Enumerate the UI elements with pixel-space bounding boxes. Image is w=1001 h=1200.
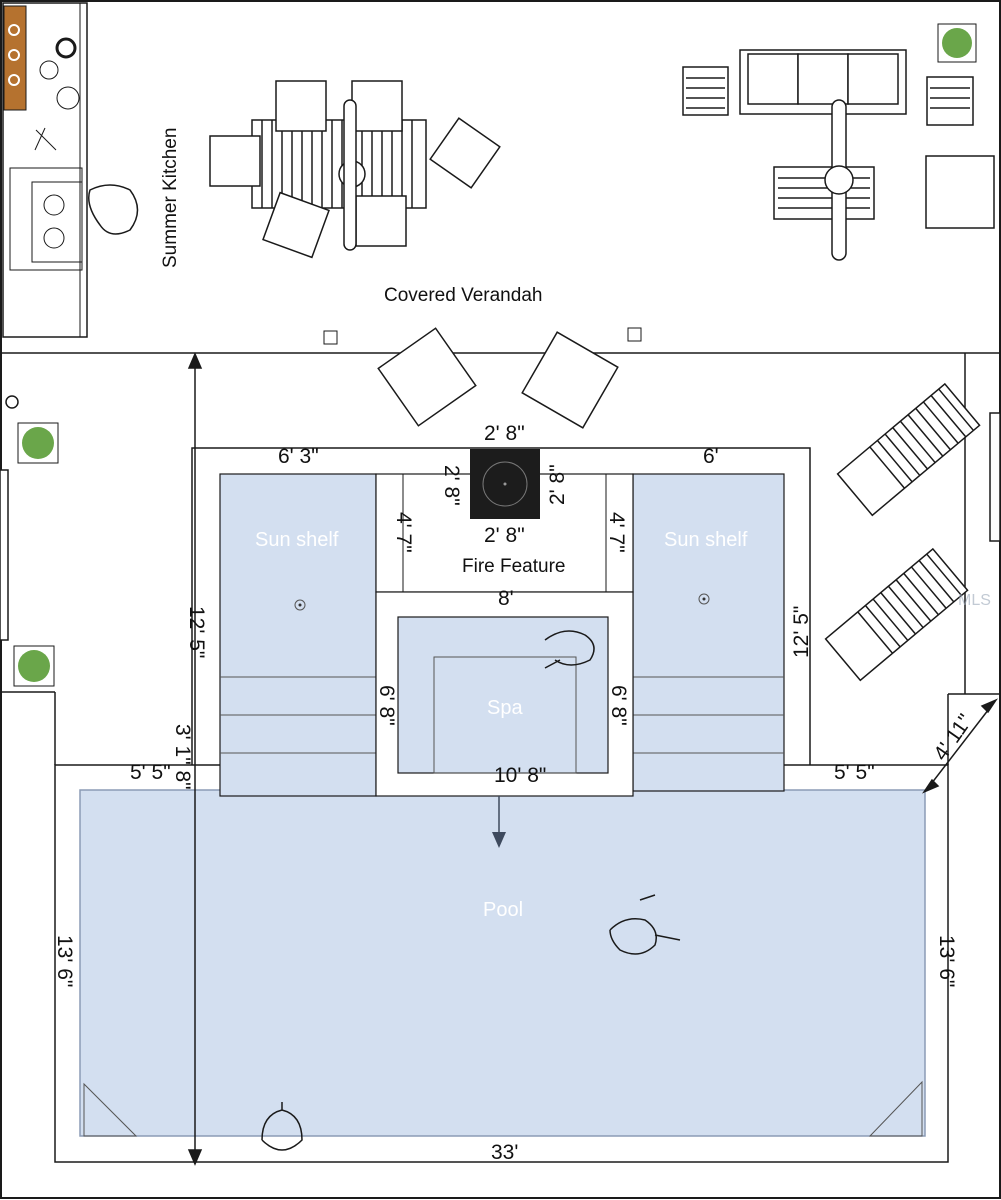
person-icon	[544, 630, 595, 669]
sun-shelf-right	[632, 473, 785, 792]
grill-counter-icon	[3, 5, 27, 111]
dim-spa-right: 6' 8"	[607, 685, 630, 726]
watermark: MLS	[958, 592, 991, 609]
column-right	[627, 327, 642, 342]
dim-deck-right: 6'	[703, 445, 719, 468]
dim-fire-right-depth: 4' 7"	[605, 512, 628, 553]
dim-pool-bottom: 33'	[491, 1141, 518, 1164]
dim-fire-right: 2' 8"	[546, 464, 569, 505]
plant-icon	[937, 23, 977, 63]
dining-table	[209, 80, 501, 259]
person-icon	[88, 184, 139, 235]
dim-spa-left: 6' 8"	[375, 685, 398, 726]
dim-fire-left: 2' 8"	[440, 465, 463, 506]
dim-left-small: 3' 1" 8"	[171, 724, 194, 790]
armchair	[377, 327, 619, 429]
column-left	[323, 330, 338, 345]
dim-fire-left-depth: 4' 7"	[392, 512, 415, 553]
spa-label: Spa	[487, 697, 523, 719]
fire-feature-label: Fire Feature	[462, 556, 565, 577]
dim-deck-left: 6' 3"	[278, 445, 319, 468]
pool-label: Pool	[483, 899, 523, 921]
dim-spa-top: 8'	[498, 587, 514, 610]
deck-outline	[191, 447, 811, 765]
summer-kitchen	[2, 2, 88, 338]
covered-verandah-label: Covered Verandah	[384, 285, 542, 306]
spa-water	[397, 616, 609, 774]
sink-icon	[55, 37, 77, 59]
dim-left-offset: 5' 5"	[130, 761, 171, 784]
dim-fire-bottom: 2' 8"	[484, 524, 525, 547]
dimension-lines	[187, 352, 999, 1166]
plant-icon	[17, 422, 59, 464]
sun-shelf-right-label: Sun shelf	[664, 529, 748, 551]
person-icon	[261, 1102, 303, 1151]
sun-shelf-left	[219, 473, 377, 797]
arrow-down-icon	[492, 832, 506, 848]
dim-right-offset: 5' 5"	[834, 761, 875, 784]
dim-spa-bottom: 10' 8"	[494, 764, 546, 787]
dim-pool-left: 13' 6"	[53, 935, 76, 987]
lounge-set	[682, 49, 995, 261]
dim-fire-top: 2' 8"	[484, 422, 525, 445]
dim-right-height: 12' 5"	[790, 606, 813, 658]
person-icon	[609, 894, 681, 955]
pool-step	[868, 1080, 923, 1137]
chaise-lounge	[824, 382, 981, 682]
plant-icon	[13, 645, 55, 687]
dim-diagonal: 4' 11"	[929, 710, 977, 765]
dim-left-height: 12' 5"	[185, 606, 208, 658]
dim-pool-right: 13' 6"	[935, 935, 958, 987]
pool-water	[79, 789, 926, 1137]
pool-step	[83, 1082, 138, 1137]
summer-kitchen-label: Summer Kitchen	[160, 128, 181, 268]
sun-shelf-left-label: Sun shelf	[255, 529, 339, 551]
